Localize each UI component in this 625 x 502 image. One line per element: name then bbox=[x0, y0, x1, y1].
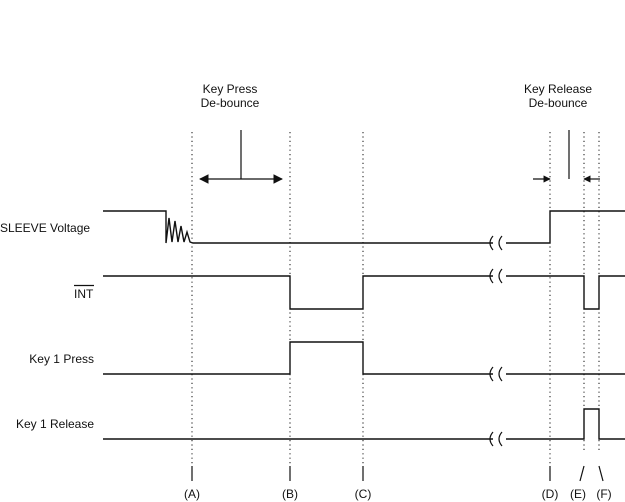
sleeve-voltage-waveform bbox=[103, 210, 493, 244]
time-break-symbols bbox=[489, 235, 503, 447]
guide-lines bbox=[191, 132, 600, 464]
key1-press-label: Key 1 Press bbox=[29, 352, 94, 366]
marker-b: (B) bbox=[282, 487, 298, 501]
int-waveform bbox=[103, 275, 493, 310]
marker-e: (E) bbox=[570, 487, 586, 501]
int-label: INT bbox=[74, 287, 94, 301]
marker-a: (A) bbox=[184, 487, 200, 501]
key-release-debounce-arrow bbox=[533, 130, 600, 183]
key-press-debounce-label-line2: De-bounce bbox=[201, 96, 260, 110]
marker-d: (D) bbox=[542, 487, 559, 501]
sleeve-voltage-waveform-end bbox=[506, 210, 625, 244]
marker-c: (C) bbox=[355, 487, 372, 501]
bottom-markers bbox=[191, 465, 604, 482]
key1-release-waveform-end bbox=[506, 408, 625, 440]
key-release-debounce-label-line1: Key Release bbox=[524, 82, 592, 96]
key-press-debounce-label-line1: Key Press bbox=[203, 82, 258, 96]
marker-f: (F) bbox=[596, 487, 611, 501]
int-waveform-end bbox=[506, 275, 625, 310]
key-press-debounce-arrow bbox=[199, 130, 283, 184]
key-release-debounce-label-line2: De-bounce bbox=[529, 96, 588, 110]
sleeve-voltage-label: SLEEVE Voltage bbox=[0, 221, 90, 235]
key1-release-label: Key 1 Release bbox=[16, 417, 94, 431]
key1-press-waveform bbox=[103, 341, 493, 375]
